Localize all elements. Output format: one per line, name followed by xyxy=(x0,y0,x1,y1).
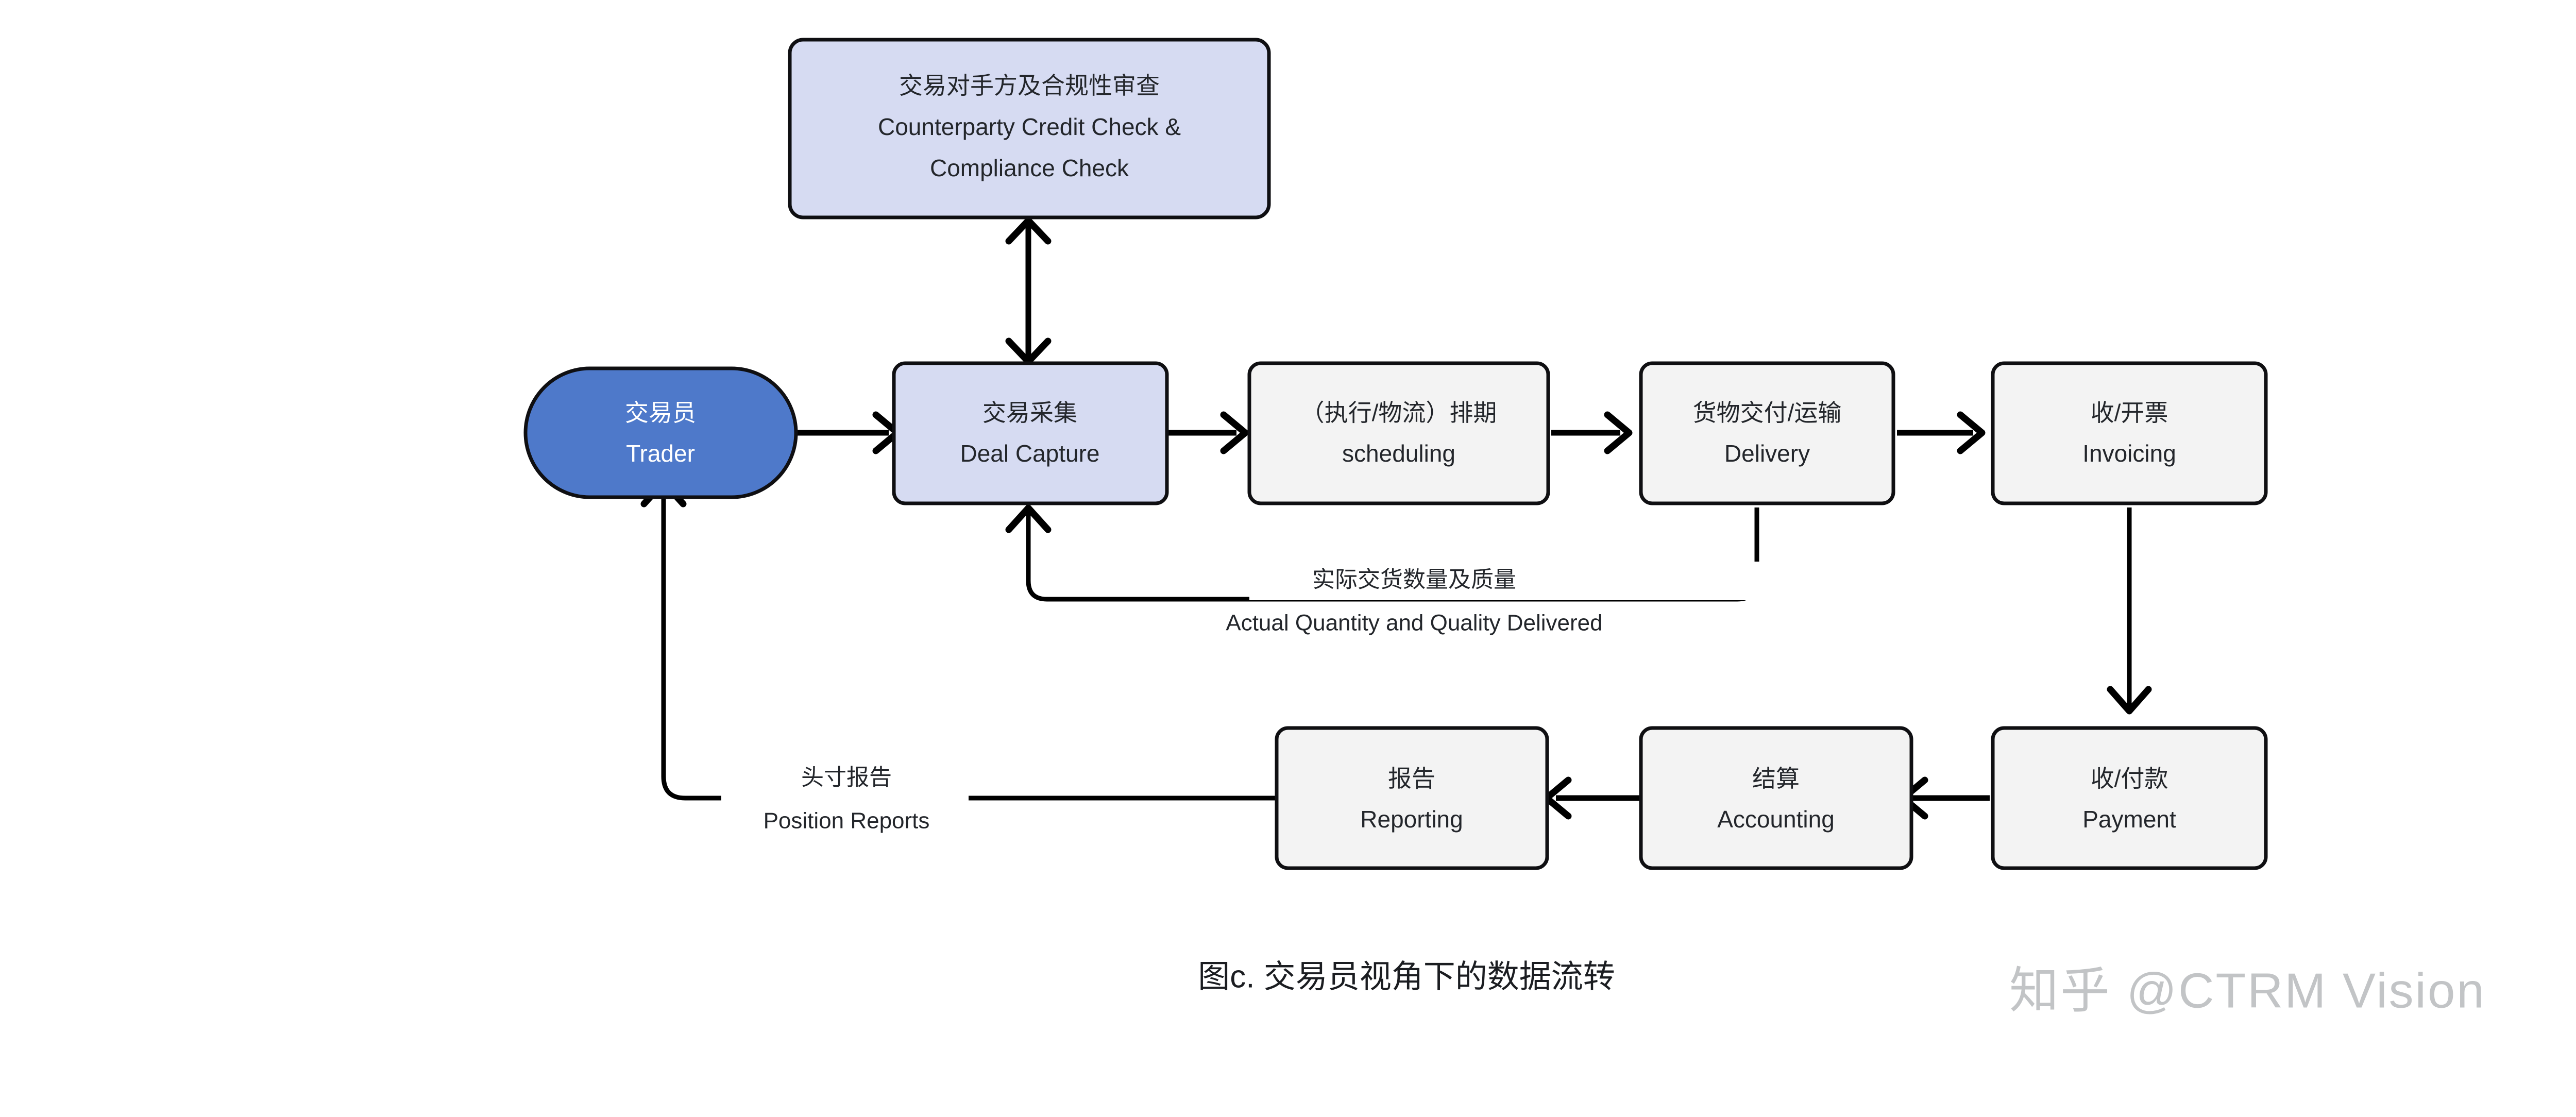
actual-delivery-label-en: Actual Quantity and Quality Delivered xyxy=(1226,611,1602,636)
edge-deal-capture-to-compliance xyxy=(1005,217,1052,365)
node-payment[interactable]: 收/付款 Payment xyxy=(1991,726,2268,870)
watermark: 知乎 @CTRM Vision xyxy=(2009,963,2486,1018)
invoicing-shape xyxy=(1991,361,2268,505)
edge-deal-capture-to-scheduling xyxy=(1167,411,1249,454)
node-trader[interactable]: 交易员 Trader xyxy=(523,366,798,499)
edge-reporting-to-trader xyxy=(640,479,1275,801)
delivery-label-cn: 货物交付/运输 xyxy=(1693,399,1842,426)
trader-shape xyxy=(523,366,798,499)
node-reporting[interactable]: 报告 Reporting xyxy=(1275,726,1549,870)
node-scheduling[interactable]: （执行/物流）排期 scheduling xyxy=(1247,361,1550,505)
payment-label-cn: 收/付款 xyxy=(2091,765,2168,792)
scheduling-label-cn: （执行/物流）排期 xyxy=(1301,399,1497,426)
invoicing-label-cn: 收/开票 xyxy=(2091,399,2168,426)
actual-delivery-label-bg xyxy=(1249,562,1826,600)
position-reports-label-en: Position Reports xyxy=(764,808,930,834)
position-reports-label-bg xyxy=(721,779,969,818)
accounting-label-cn: 结算 xyxy=(1752,765,1800,792)
deal-capture-label-en: Deal Capture xyxy=(960,440,1099,467)
reporting-shape xyxy=(1275,726,1549,870)
node-accounting[interactable]: 结算 Accounting xyxy=(1639,726,1913,870)
deal-capture-label-cn: 交易采集 xyxy=(982,399,1077,426)
edge-scheduling-to-delivery xyxy=(1551,411,1633,454)
accounting-label-en: Accounting xyxy=(1717,806,1835,833)
delivery-shape xyxy=(1639,361,1895,505)
scheduling-shape xyxy=(1247,361,1550,505)
accounting-shape xyxy=(1639,726,1913,870)
reporting-label-en: Reporting xyxy=(1360,806,1463,833)
invoicing-label-en: Invoicing xyxy=(2082,440,2176,467)
node-deal-capture[interactable]: 交易采集 Deal Capture xyxy=(892,361,1169,505)
edge-label-position-reports: 头寸报告 Position Reports xyxy=(721,765,969,834)
edge-invoicing-to-payment xyxy=(2107,507,2152,715)
compliance-check-label-en1: Counterparty Credit Check & xyxy=(878,113,1181,140)
edge-payment-to-accounting xyxy=(1900,776,1990,820)
compliance-check-label-cn: 交易对手方及合规性审查 xyxy=(899,72,1160,99)
compliance-check-label-en2: Compliance Check xyxy=(930,155,1129,181)
edge-delivery-to-invoicing xyxy=(1897,411,1986,454)
edge-trader-to-deal-capture xyxy=(796,411,901,454)
trader-label-cn: 交易员 xyxy=(625,399,696,426)
delivery-label-en: Delivery xyxy=(1724,440,1810,467)
compliance-check-shape xyxy=(788,38,1271,219)
edge-accounting-to-reporting xyxy=(1543,776,1641,820)
payment-label-en: Payment xyxy=(2082,806,2176,833)
deal-capture-shape xyxy=(892,361,1169,505)
position-reports-label-cn: 头寸报告 xyxy=(801,765,892,790)
figure-caption: 图c. 交易员视角下的数据流转 xyxy=(1198,959,1615,994)
node-compliance-check[interactable]: 交易对手方及合规性审查 Counterparty Credit Check & … xyxy=(788,38,1271,219)
edge-label-actual-delivery: 实际交货数量及质量 Actual Quantity and Quality De… xyxy=(1226,562,1826,636)
node-delivery[interactable]: 货物交付/运输 Delivery xyxy=(1639,361,1895,505)
actual-delivery-label-cn: 实际交货数量及质量 xyxy=(1312,567,1516,593)
trader-label-en: Trader xyxy=(626,440,695,467)
reporting-label-cn: 报告 xyxy=(1388,765,1435,792)
payment-shape xyxy=(1991,726,2268,870)
scheduling-label-en: scheduling xyxy=(1342,440,1455,467)
node-invoicing[interactable]: 收/开票 Invoicing xyxy=(1991,361,2268,505)
